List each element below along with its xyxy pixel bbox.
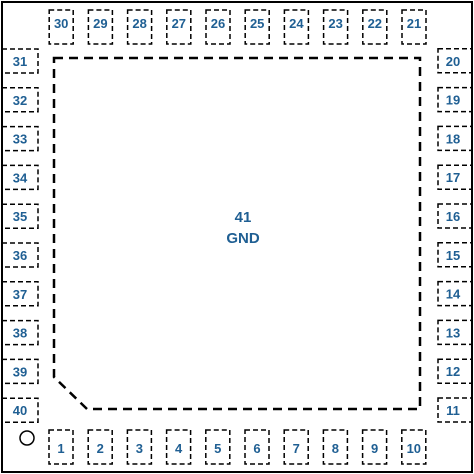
pin-number-22: 22 xyxy=(368,16,382,31)
pin-pad-37 xyxy=(1,281,39,307)
pin-number-33: 33 xyxy=(13,132,27,147)
pin-pad-36 xyxy=(1,242,39,268)
pin-number-6: 6 xyxy=(253,441,260,456)
pin-number-34: 34 xyxy=(13,170,28,185)
pin-number-13: 13 xyxy=(446,325,460,340)
pin-number-4: 4 xyxy=(175,441,183,456)
pin-pad-21 xyxy=(401,9,427,45)
pin-number-5: 5 xyxy=(214,441,221,456)
pin-pad-24 xyxy=(283,9,310,45)
pin-number-17: 17 xyxy=(446,170,460,185)
pin-pad-3 xyxy=(126,429,153,465)
pin-number-19: 19 xyxy=(446,93,460,108)
pin-number-21: 21 xyxy=(407,16,421,31)
pin-number-25: 25 xyxy=(250,16,264,31)
pin-number-26: 26 xyxy=(211,16,225,31)
pin-number-2: 2 xyxy=(97,441,104,456)
pin-pad-23 xyxy=(322,9,349,45)
pin-pad-27 xyxy=(166,9,192,45)
pin-number-12: 12 xyxy=(446,364,460,379)
pin-number-35: 35 xyxy=(13,209,27,224)
pin-pad-4 xyxy=(165,429,192,465)
pin-pad-6 xyxy=(244,429,270,465)
pin-pad-34 xyxy=(1,164,39,191)
pin-pad-17 xyxy=(437,164,473,190)
pin-pad-12 xyxy=(437,358,473,384)
pin-pad-22 xyxy=(362,9,388,45)
pin-number-9: 9 xyxy=(371,441,378,456)
pin-number-3: 3 xyxy=(136,441,143,456)
pin-number-38: 38 xyxy=(13,326,27,341)
exposed-pad-outline xyxy=(52,56,422,411)
pin-pad-20 xyxy=(437,48,473,74)
pin-pad-39 xyxy=(1,358,39,385)
pin-pad-40 xyxy=(1,397,39,423)
pin-number-40: 40 xyxy=(13,403,27,418)
exposed-pad-label: GND xyxy=(226,230,260,247)
pin-number-31: 31 xyxy=(13,54,27,69)
pin-pad-14 xyxy=(437,280,473,307)
pin-pad-13 xyxy=(437,319,473,346)
pin-number-15: 15 xyxy=(446,248,460,263)
pin-pad-19 xyxy=(437,86,473,113)
pin-pad-2 xyxy=(87,429,113,465)
pin-pad-10 xyxy=(401,429,427,465)
pin-number-14: 14 xyxy=(446,287,461,302)
pin-pad-31 xyxy=(1,48,39,74)
pin-number-28: 28 xyxy=(132,16,146,31)
pin-pad-16 xyxy=(437,203,473,229)
pin-number-7: 7 xyxy=(293,441,300,456)
pin-pad-33 xyxy=(1,125,39,152)
pin-number-27: 27 xyxy=(172,16,186,31)
pin-number-1: 1 xyxy=(57,441,64,456)
pin-number-16: 16 xyxy=(446,209,460,224)
pin-1-marker xyxy=(19,430,35,446)
pin-number-37: 37 xyxy=(13,287,27,302)
pin-pad-5 xyxy=(205,429,231,465)
pin-number-29: 29 xyxy=(93,16,107,31)
pin-pad-15 xyxy=(437,242,473,268)
pin-number-20: 20 xyxy=(446,54,460,69)
pin-pad-32 xyxy=(1,87,39,113)
pin-pad-9 xyxy=(361,429,388,465)
pin-pad-1 xyxy=(48,429,74,465)
pin-pad-11 xyxy=(437,397,473,423)
pin-pad-29 xyxy=(87,9,114,45)
pin-number-39: 39 xyxy=(13,364,27,379)
pin-pad-35 xyxy=(1,203,39,229)
pin-number-23: 23 xyxy=(328,16,342,31)
pin-pad-26 xyxy=(205,9,231,45)
pin-pad-7 xyxy=(283,429,309,465)
pin-pad-18 xyxy=(437,125,473,152)
pin-number-24: 24 xyxy=(289,16,304,31)
pin-number-30: 30 xyxy=(54,16,68,31)
pin-pad-25 xyxy=(244,9,270,45)
pin-pad-30 xyxy=(48,9,74,45)
pin-pad-28 xyxy=(126,9,153,45)
pin-number-32: 32 xyxy=(13,93,27,108)
pin-number-8: 8 xyxy=(332,441,339,456)
pin-pad-38 xyxy=(1,319,39,346)
pin-number-36: 36 xyxy=(13,248,27,263)
pin-number-11: 11 xyxy=(446,403,460,418)
pin-pad-8 xyxy=(322,429,349,465)
pin-number-10: 10 xyxy=(407,441,421,456)
exposed-pad-number: 41 xyxy=(235,209,252,226)
pin-number-18: 18 xyxy=(446,131,460,146)
